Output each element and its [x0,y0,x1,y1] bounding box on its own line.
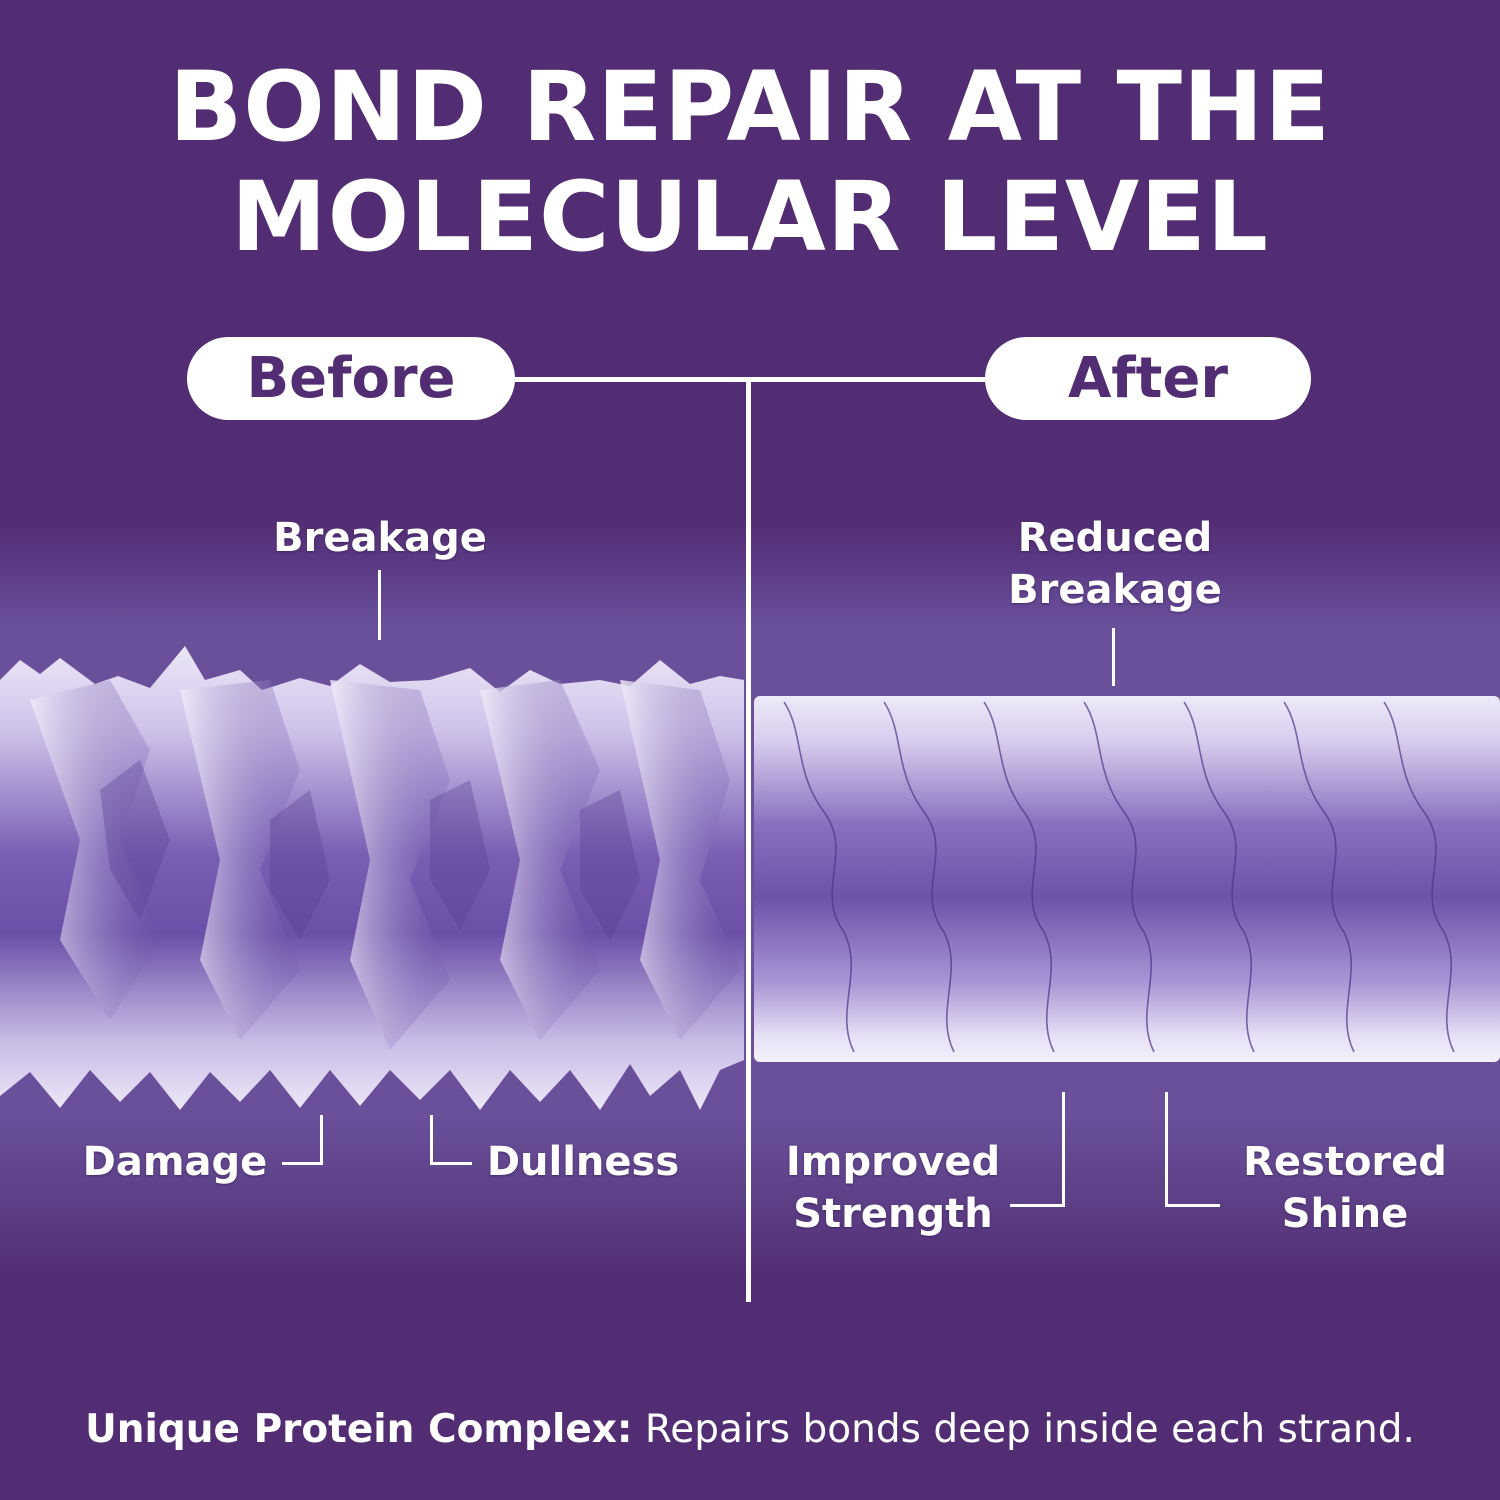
improved-strength-line-1: Improved [785,1139,1001,1185]
breakage-callout-line [378,570,381,640]
footer-tagline: Unique Protein Complex: Repairs bonds de… [0,1404,1500,1456]
improved-strength-label: Improved Strength [770,1136,1016,1240]
damage-label: Damage [82,1139,268,1185]
reduced-breakage-line-1: Reduced [1017,515,1213,561]
page-title: BOND REPAIR AT THE MOLECULAR LEVEL [0,52,1500,272]
title-line-2: MOLECULAR LEVEL [231,161,1269,273]
damaged-hair-strand-illustration [0,646,744,1110]
repaired-hair-strand-illustration [754,696,1500,1062]
reduced-breakage-callout-line [1112,628,1115,686]
damage-callout-line-horizontal [282,1162,323,1165]
restored-shine-line-2: Shine [1281,1191,1409,1237]
after-pill: After [985,337,1311,420]
restored-shine-label: Restored Shine [1230,1136,1460,1240]
improved-strength-callout-line-horizontal [1010,1204,1065,1207]
improved-strength-line-2: Strength [793,1191,993,1237]
restored-shine-callout-line-horizontal [1165,1204,1220,1207]
before-pill: Before [187,337,515,420]
damage-callout-line-vertical [320,1115,323,1165]
restored-shine-callout-line-vertical [1165,1092,1168,1207]
footer-bold-heading: Unique Protein Complex: [85,1407,633,1452]
improved-strength-callout-line-vertical [1062,1092,1065,1207]
dullness-callout-line-vertical [430,1115,433,1165]
dullness-callout-line-horizontal [430,1162,472,1165]
center-divider-line [746,377,751,1302]
reduced-breakage-line-2: Breakage [1008,567,1222,613]
dullness-label: Dullness [486,1139,680,1185]
footer-description: Repairs bonds deep inside each strand. [632,1407,1415,1452]
reduced-breakage-label: Reduced Breakage [990,512,1240,616]
restored-shine-line-1: Restored [1243,1139,1447,1185]
breakage-label: Breakage [273,515,487,561]
title-line-1: BOND REPAIR AT THE [169,51,1331,163]
